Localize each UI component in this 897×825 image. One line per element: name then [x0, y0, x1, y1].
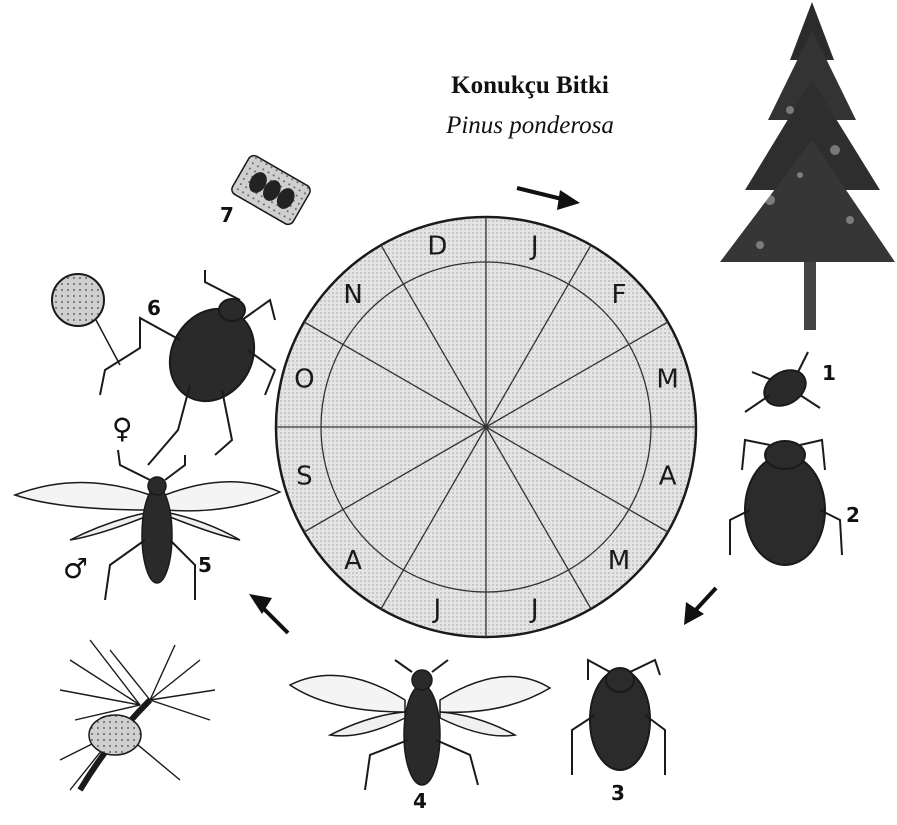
stage1-nymph-icon: [745, 352, 820, 413]
month-label: J: [432, 595, 442, 625]
month-label: M: [608, 546, 630, 576]
month-label: D: [427, 231, 447, 261]
month-label: F: [611, 280, 626, 310]
magnifier-icon: [52, 274, 120, 365]
stage4-winged-icon: [290, 660, 550, 790]
male-symbol: ♂: [63, 552, 88, 585]
pine-tree-icon: [720, 2, 895, 330]
month-label: S: [296, 462, 313, 492]
stage-number-3: 3: [611, 781, 625, 805]
stage-number-5: 5: [198, 553, 212, 577]
stage-number-4: 4: [413, 789, 427, 813]
arrow-icon: [249, 594, 288, 633]
egg-bark-icon: [230, 153, 313, 226]
stage2-nymph-icon: [730, 440, 842, 565]
month-dial: J F M A M J J A S O N D: [276, 217, 696, 637]
arrow-icon: [684, 588, 716, 625]
arrow-icon: [517, 188, 580, 210]
month-label: N: [343, 280, 362, 310]
month-label: A: [344, 546, 362, 576]
month-label: O: [294, 364, 314, 394]
stage-number-2: 2: [846, 503, 860, 527]
month-label: J: [529, 595, 539, 625]
stage3-nymph-icon: [572, 660, 665, 775]
month-label: M: [656, 364, 678, 394]
month-label: J: [529, 231, 539, 261]
stage5-winged-male-icon: [15, 450, 280, 600]
stage-number-6: 6: [147, 296, 161, 320]
month-label: A: [659, 462, 677, 492]
stage-number-7: 7: [220, 203, 234, 227]
stage-number-1: 1: [822, 361, 836, 385]
pine-branch-cone-icon: [60, 640, 215, 790]
female-symbol: ♀: [112, 412, 133, 445]
